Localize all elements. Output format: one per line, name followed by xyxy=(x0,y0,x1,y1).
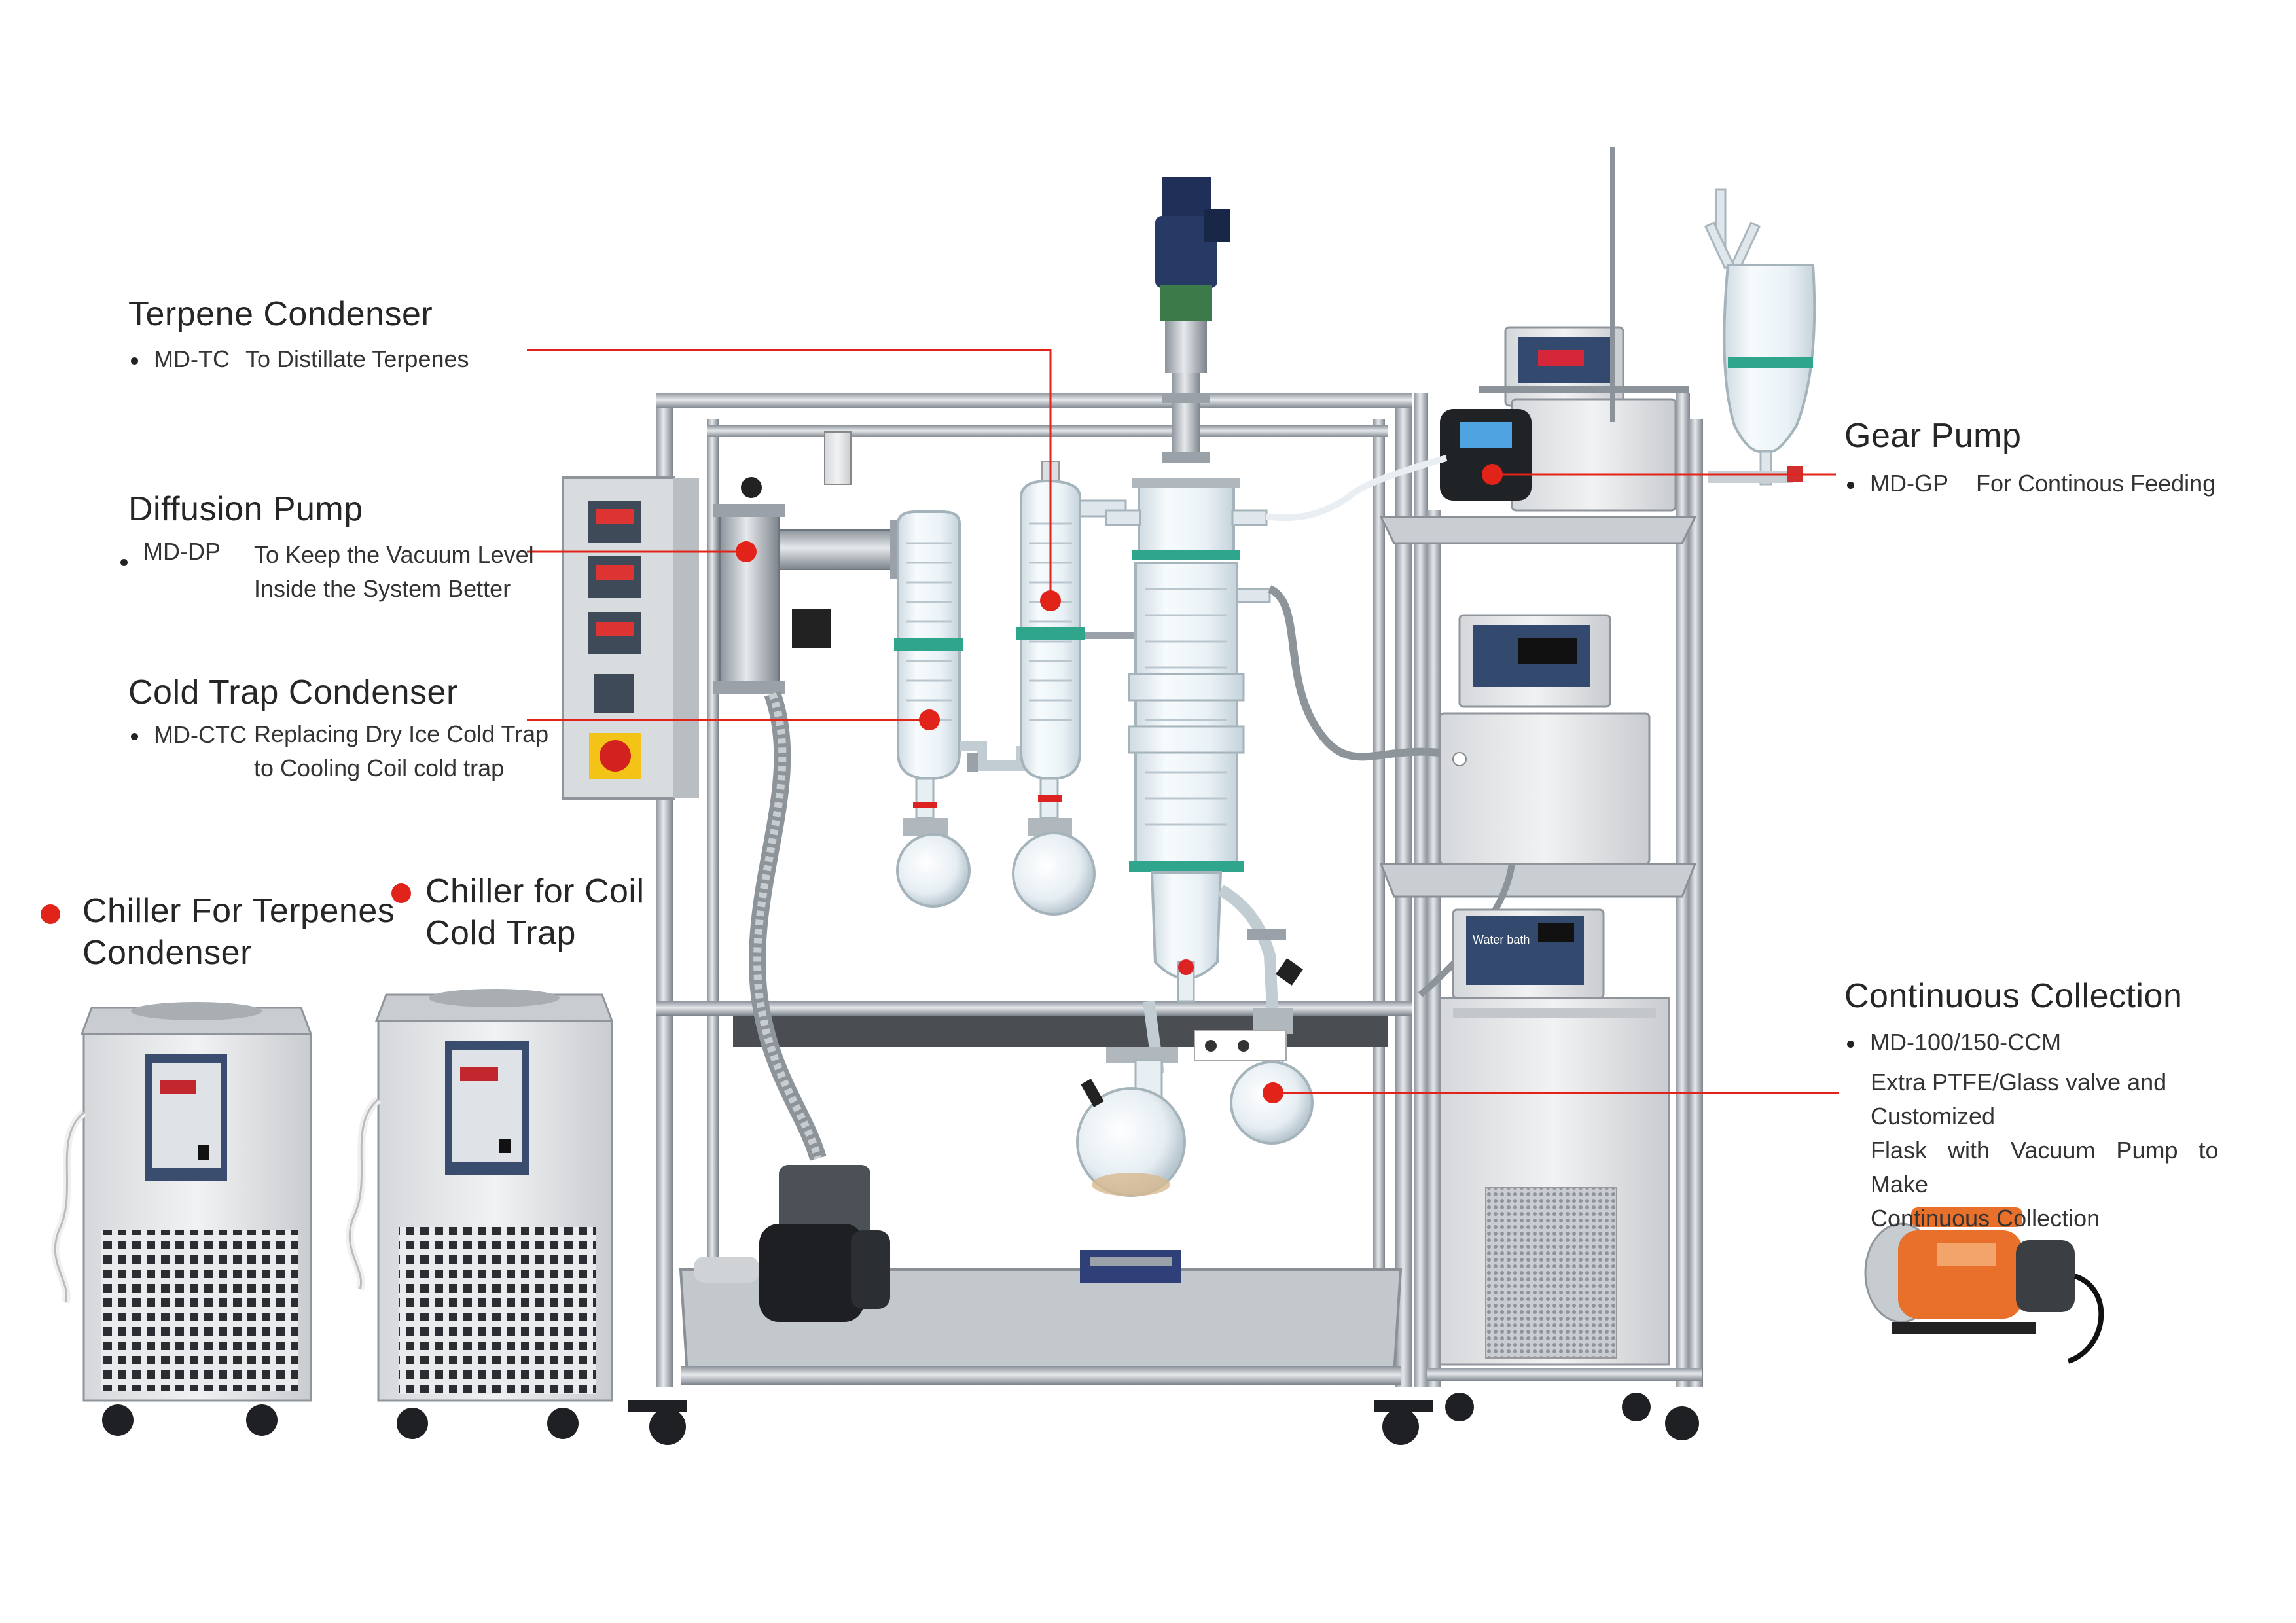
gear-pump-title: Gear Pump xyxy=(1844,417,2022,455)
heater-cable xyxy=(1268,585,1441,761)
central-evaporator xyxy=(1105,177,1303,1022)
red-dot-icon xyxy=(41,904,60,924)
continuous-collection-title: Continuous Collection xyxy=(1844,977,2183,1015)
bullet-icon xyxy=(1847,481,1854,489)
main-frame xyxy=(628,393,1433,1445)
bullet-icon xyxy=(131,732,138,740)
chiller-coil-unit xyxy=(346,989,614,1439)
u-connector xyxy=(960,741,1026,772)
chiller-terpenes-unit xyxy=(51,1002,313,1436)
orange-vacuum-pump xyxy=(1864,1207,2104,1364)
chiller-coil-label: Chiller for Coil Cold Trap xyxy=(425,872,645,952)
diffusion-pump-assembly xyxy=(713,431,905,1161)
right-shelf-frame xyxy=(1379,393,1703,1440)
feed-tube xyxy=(1266,455,1448,522)
red-dot-icon xyxy=(391,883,411,903)
diffusion-pump-spec: MD-DP xyxy=(120,538,245,566)
residue-receiving-flask xyxy=(1076,1000,1186,1283)
cold-trap-condenser-desc: Replacing Dry Ice Cold Trap to Cooling C… xyxy=(254,721,549,781)
continuous-collection-spec: MD-100/150-CCM xyxy=(1847,1029,2061,1056)
water-bath: Water bath xyxy=(1452,908,1605,999)
continuous-collection-desc: Extra PTFE/Glass valve and Customized Fl… xyxy=(1871,1069,2219,1232)
terpene-condenser-title: Terpene Condenser xyxy=(128,295,433,333)
gear-pump-unit xyxy=(1440,147,1689,512)
callout-lines xyxy=(527,349,1839,1094)
rotary-vacuum-pump xyxy=(694,1165,890,1322)
cold-trap-condenser-spec: MD-CTC xyxy=(131,721,247,749)
diffusion-pump-desc: To Keep the Vacuum Level Inside the Syst… xyxy=(254,541,534,602)
cold-trap-condenser-glass xyxy=(894,510,971,908)
bullet-icon xyxy=(120,558,128,566)
control-box xyxy=(562,476,699,800)
feed-funnel xyxy=(1704,188,1816,486)
bullet-icon xyxy=(1847,1040,1854,1048)
cold-trap-condenser-title: Cold Trap Condenser xyxy=(128,673,458,711)
diffusion-pump-title: Diffusion Pump xyxy=(128,490,363,528)
bullet-icon xyxy=(131,357,138,365)
main-chiller-cabinet xyxy=(1439,997,1670,1366)
water-bath-label: Water bath xyxy=(1473,933,1530,946)
chiller-terpenes-label: Chiller For Terpenes Condenser xyxy=(82,892,395,972)
callout-dots xyxy=(736,464,1503,1103)
